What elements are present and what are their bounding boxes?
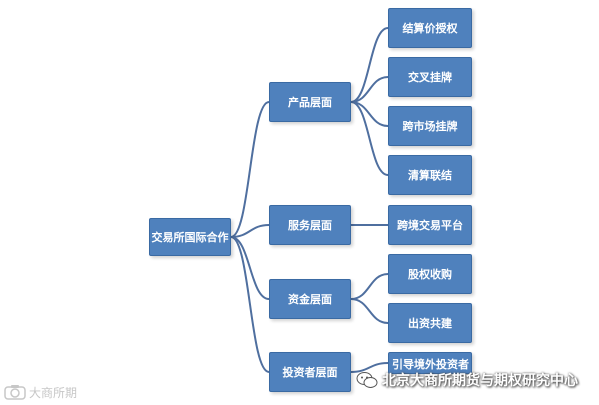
- wechat-icon: [356, 372, 378, 388]
- right-watermark-text: 北京大商所期货与期权研究中心: [382, 373, 578, 389]
- branch-node-capital: 资金层面: [269, 279, 351, 319]
- branch-connector-2-1: [350, 298, 389, 324]
- root-node: 交易所国际合作: [149, 218, 231, 256]
- leaf-node-cross-border-platform: 跨境交易平台: [388, 205, 472, 245]
- branch-node-service: 服务层面: [269, 205, 351, 245]
- branch-node-investor: 投资者层面: [269, 352, 351, 392]
- branch-connector-0-1: [350, 76, 389, 103]
- branch-node-product: 产品层面: [269, 82, 351, 122]
- leaf-node-foreign-investor: 引导境外投资者: [388, 352, 472, 374]
- left-watermark: 大商所期: [4, 383, 77, 401]
- branch-connector-3-0: [350, 362, 389, 373]
- root-connector-2: [230, 236, 270, 300]
- root-connector-3: [230, 236, 270, 373]
- left-watermark-text: 大商所期: [29, 385, 78, 400]
- branch-connector-2-0: [350, 273, 389, 300]
- right-watermark: 北京大商所期货与期权研究中心: [356, 366, 578, 394]
- leaf-node-equity-acquisition: 股权收购: [388, 254, 472, 294]
- leaf-node-clearing-link: 清算联结: [388, 155, 472, 195]
- root-connector-1: [230, 224, 270, 238]
- leaf-node-cross-market-listing: 跨市场挂牌: [388, 106, 472, 146]
- branch-connector-0-0: [350, 27, 389, 103]
- root-connector-0: [230, 101, 270, 238]
- branch-connector-0-3: [350, 101, 389, 176]
- leaf-node-settlement-price-license: 结算价授权: [388, 8, 472, 48]
- leaf-node-joint-investment: 出资共建: [388, 303, 472, 343]
- camera-icon: [4, 385, 26, 400]
- leaf-node-cross-listing: 交叉挂牌: [388, 57, 472, 97]
